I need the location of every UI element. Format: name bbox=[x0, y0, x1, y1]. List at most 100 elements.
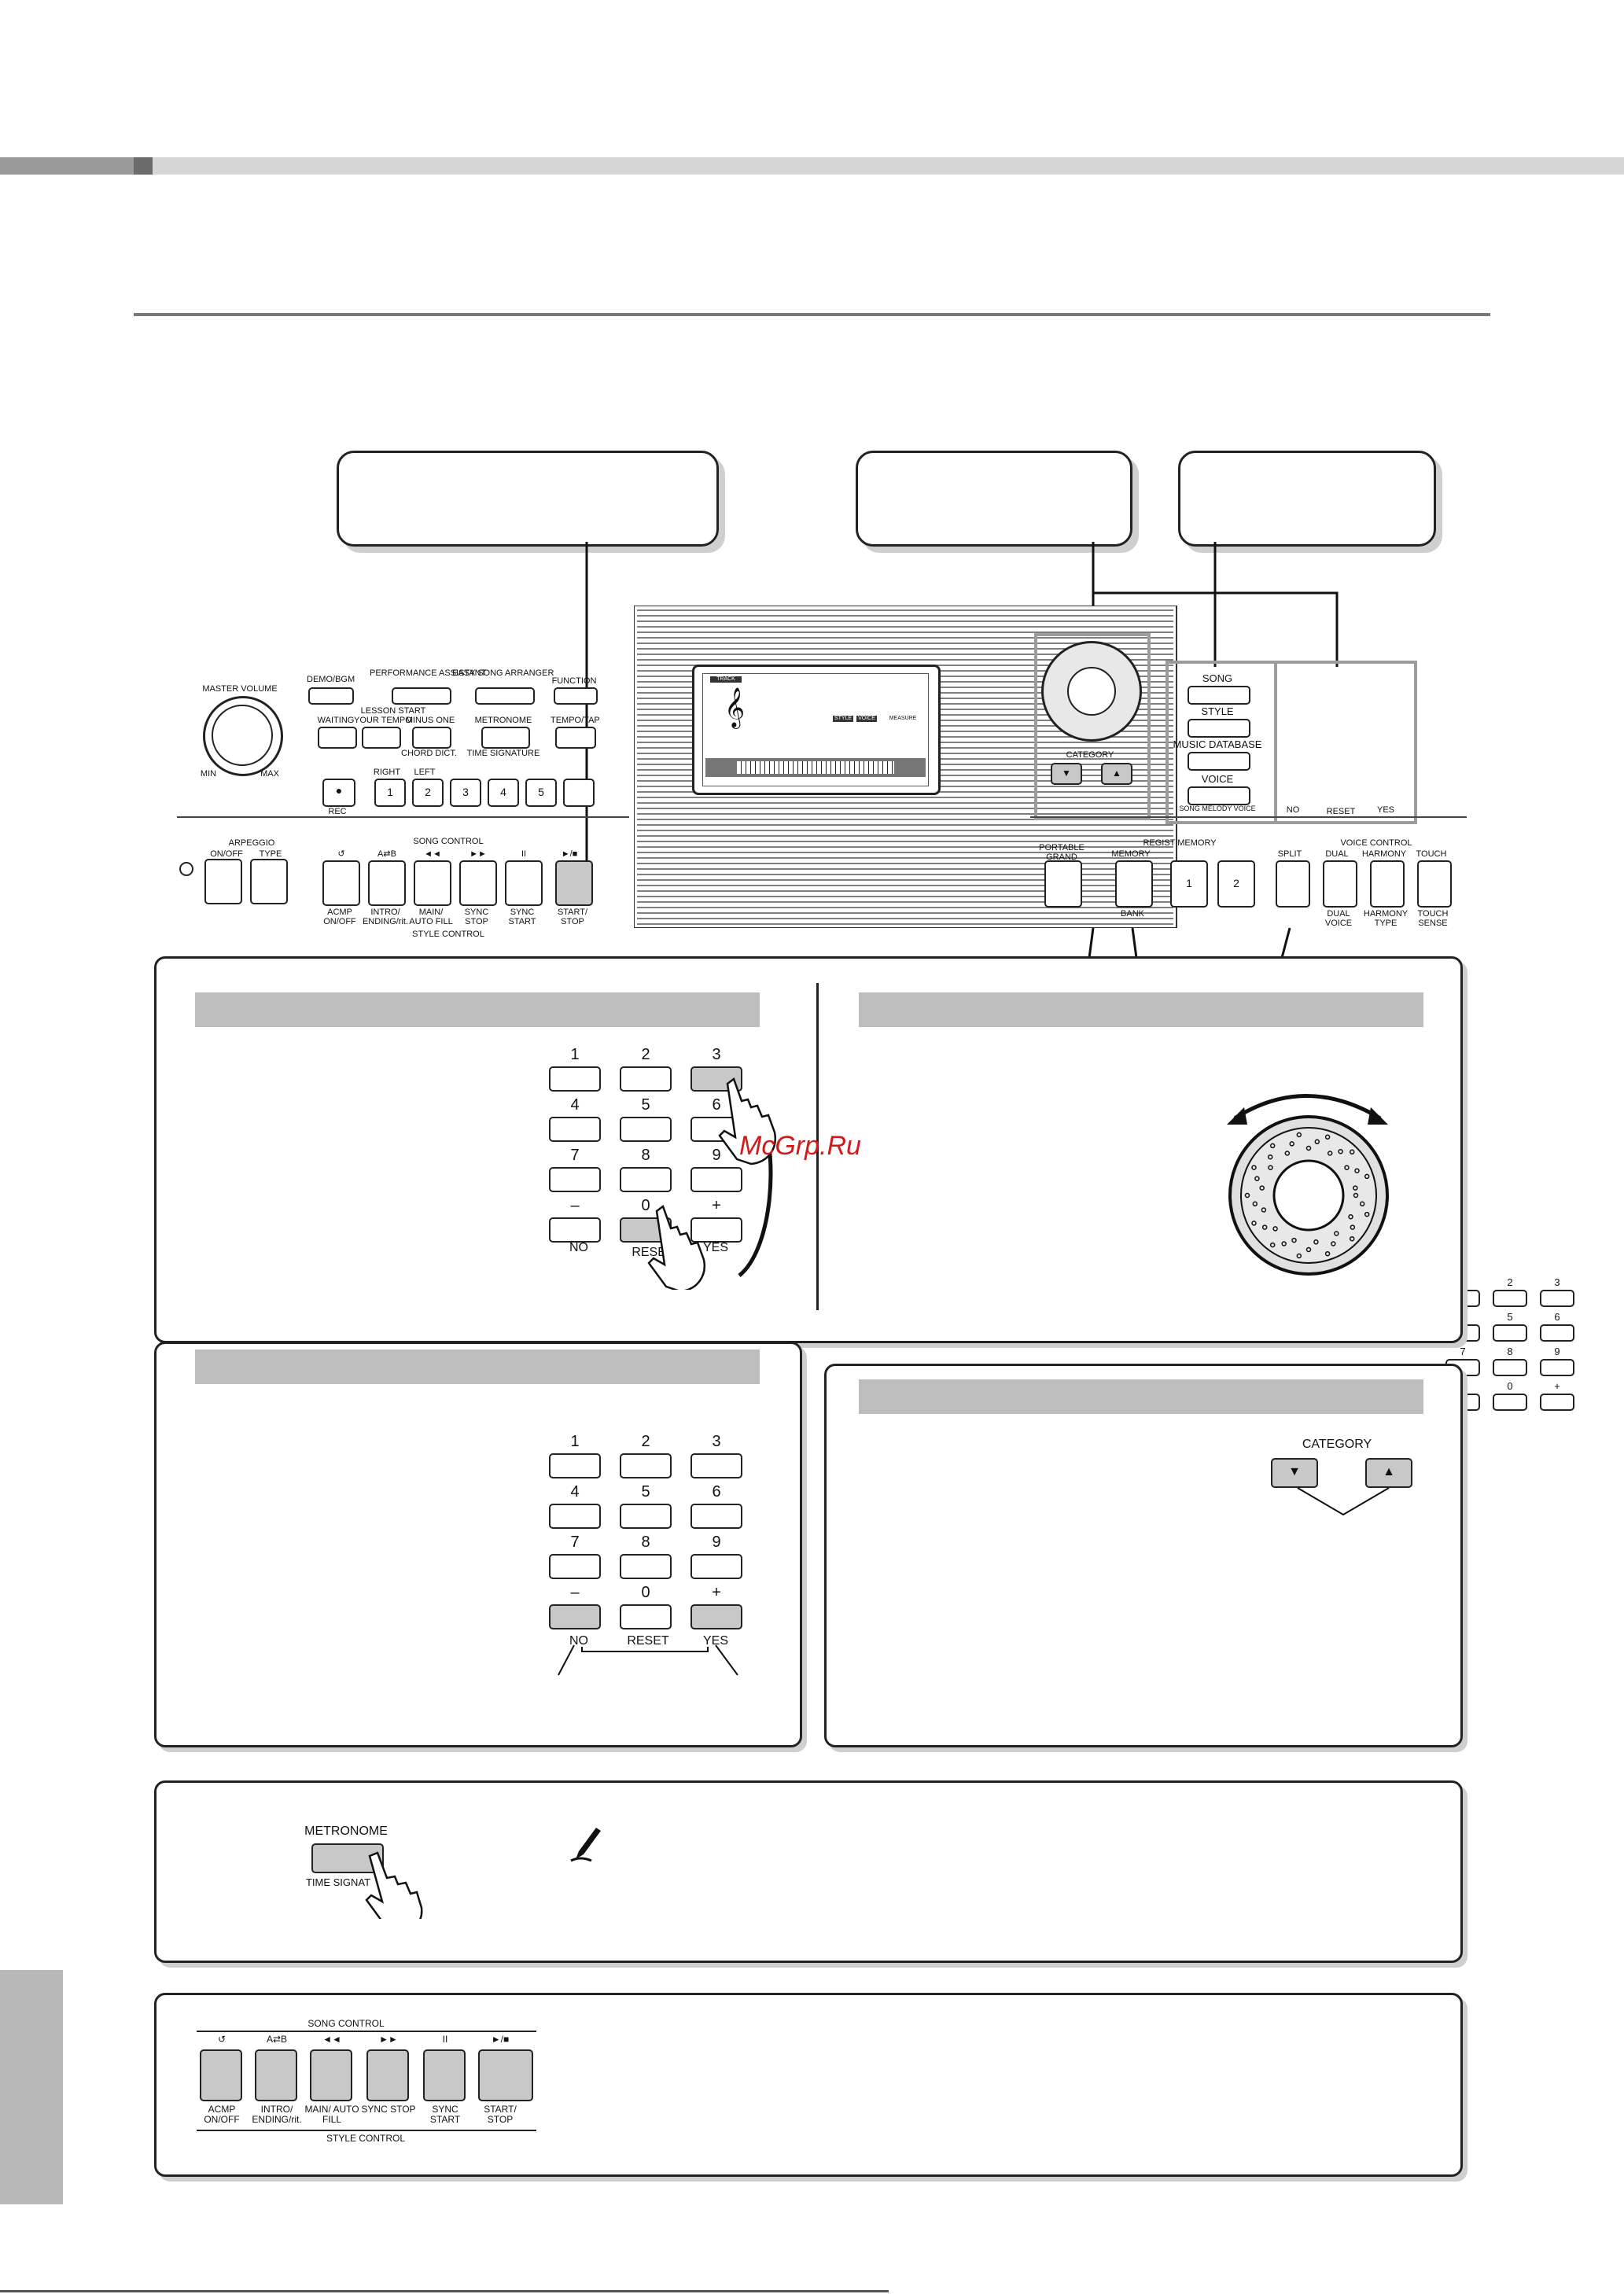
metronome-button[interactable] bbox=[481, 727, 530, 749]
numpad2-key-button[interactable] bbox=[549, 1453, 601, 1478]
numpad1-key-button[interactable] bbox=[690, 1167, 742, 1192]
dial-dot bbox=[1296, 1132, 1302, 1138]
dial-dot bbox=[1305, 1145, 1312, 1151]
acmp-button[interactable] bbox=[322, 860, 360, 906]
master-volume-knob[interactable] bbox=[203, 696, 283, 776]
numpad1-key-button[interactable] bbox=[620, 1167, 672, 1192]
kb-numpad-button[interactable] bbox=[1540, 1290, 1574, 1307]
rec-button[interactable]: ● bbox=[322, 779, 355, 807]
dial-dot bbox=[1267, 1154, 1273, 1160]
numpad1-key-button[interactable] bbox=[549, 1066, 601, 1092]
track-2-button[interactable]: 2 bbox=[412, 779, 444, 807]
song-control-label: SYNC STOP bbox=[361, 2104, 416, 2115]
dial-dot bbox=[1254, 1176, 1260, 1181]
dial-dot bbox=[1354, 1168, 1360, 1173]
kb-numpad-label: 6 bbox=[1554, 1311, 1560, 1323]
numpad1-key-button[interactable] bbox=[690, 1217, 742, 1243]
track-5-button[interactable]: 5 bbox=[525, 779, 557, 807]
song-control-button[interactable] bbox=[423, 2049, 466, 2101]
numpad2-key-button[interactable] bbox=[620, 1504, 672, 1529]
style-button[interactable] bbox=[1188, 719, 1250, 738]
metronome-large-button[interactable] bbox=[311, 1843, 384, 1873]
function-button[interactable] bbox=[554, 687, 598, 705]
demo-button[interactable] bbox=[308, 687, 354, 705]
song-control-button[interactable] bbox=[255, 2049, 297, 2101]
style-label: ACMP ON/OFF bbox=[323, 908, 356, 927]
song-control-button[interactable] bbox=[200, 2049, 242, 2101]
tempo-tap-button[interactable] bbox=[555, 727, 596, 749]
master-volume-label: MASTER VOLUME bbox=[202, 684, 278, 694]
portable-grand-button[interactable] bbox=[1044, 860, 1082, 908]
category-up-large[interactable]: ▲ bbox=[1365, 1458, 1412, 1488]
song-control-button[interactable] bbox=[478, 2049, 533, 2101]
regist-1-button[interactable]: 1 bbox=[1170, 860, 1208, 908]
category-up-button[interactable]: ▲ bbox=[1101, 763, 1132, 785]
category-down-button[interactable]: ▼ bbox=[1051, 763, 1082, 785]
numpad1-key-label: 1 bbox=[570, 1046, 580, 1063]
numpad2-key-label: 2 bbox=[641, 1433, 650, 1450]
numpad2-key-label: 4 bbox=[570, 1483, 580, 1500]
numpad2-key-button[interactable] bbox=[690, 1554, 742, 1579]
dual-button[interactable] bbox=[1323, 860, 1357, 908]
harmony-button[interactable] bbox=[1370, 860, 1405, 908]
numpad2-key-button[interactable] bbox=[690, 1453, 742, 1478]
kb-numpad-button[interactable] bbox=[1493, 1359, 1527, 1376]
easy-song-arranger-button[interactable] bbox=[475, 687, 535, 705]
numpad2-yes-label: YES bbox=[702, 1634, 728, 1648]
arpeggio-on-off-button[interactable] bbox=[204, 859, 242, 904]
numpad1-key-button[interactable] bbox=[549, 1167, 601, 1192]
arpeggio-type-button[interactable] bbox=[250, 859, 288, 904]
numpad2-key-button[interactable] bbox=[690, 1504, 742, 1529]
voice-button[interactable] bbox=[1188, 786, 1250, 805]
track-1-button[interactable]: 1 bbox=[374, 779, 406, 807]
numpad1-key-button[interactable] bbox=[620, 1066, 672, 1092]
numpad2-key-button[interactable] bbox=[620, 1554, 672, 1579]
sync-start-button[interactable] bbox=[505, 860, 543, 906]
waiting-button[interactable] bbox=[318, 727, 357, 749]
performance-assistant-button[interactable] bbox=[392, 687, 451, 705]
track-a-button[interactable] bbox=[563, 779, 595, 807]
display-voice-label: VOICE bbox=[856, 716, 877, 722]
song-button[interactable] bbox=[1188, 686, 1250, 705]
touch-sense-label: TOUCH SENSE bbox=[1417, 909, 1449, 929]
numpad1-key-button[interactable] bbox=[549, 1117, 601, 1142]
numpad2-key-button[interactable] bbox=[690, 1604, 742, 1629]
intro-ending-button[interactable] bbox=[368, 860, 406, 906]
data-dial[interactable] bbox=[1041, 641, 1142, 742]
track-4-button[interactable]: 4 bbox=[488, 779, 519, 807]
sync-stop-button[interactable] bbox=[459, 860, 497, 906]
category-down-large[interactable]: ▼ bbox=[1271, 1458, 1318, 1488]
split-button[interactable] bbox=[1276, 860, 1310, 908]
minus-one-button[interactable] bbox=[412, 727, 451, 749]
your-tempo-button[interactable] bbox=[362, 727, 401, 749]
music-database-button[interactable] bbox=[1188, 752, 1250, 771]
song-control-button[interactable] bbox=[310, 2049, 352, 2101]
kb-numpad-button[interactable] bbox=[1493, 1290, 1527, 1307]
song-control-button[interactable] bbox=[366, 2049, 409, 2101]
song-control-label: INTRO/ ENDING/rit. bbox=[252, 2104, 302, 2126]
numpad2-key-button[interactable] bbox=[549, 1554, 601, 1579]
dial-dot bbox=[1349, 1149, 1355, 1155]
kb-numpad-button[interactable] bbox=[1493, 1324, 1527, 1342]
numpad2-key-button[interactable] bbox=[620, 1453, 672, 1478]
memory-button[interactable] bbox=[1115, 860, 1153, 908]
main-auto-fill-button[interactable] bbox=[414, 860, 451, 906]
touch-button[interactable] bbox=[1417, 860, 1452, 908]
kb-numpad-button[interactable] bbox=[1540, 1324, 1574, 1342]
numpad2-key-button[interactable] bbox=[549, 1504, 601, 1529]
explanation-panel-category bbox=[824, 1364, 1463, 1747]
arpeggio-type-label: TYPE bbox=[259, 849, 282, 859]
kb-numpad-button[interactable] bbox=[1493, 1394, 1527, 1411]
numpad1-key-button[interactable] bbox=[620, 1117, 672, 1142]
numpad1-key-label: 5 bbox=[641, 1096, 650, 1114]
numpad2-key-button[interactable] bbox=[620, 1604, 672, 1629]
kb-numpad-button[interactable] bbox=[1540, 1359, 1574, 1376]
track-3-button[interactable]: 3 bbox=[450, 779, 481, 807]
dial-dot bbox=[1364, 1211, 1370, 1217]
kb-numpad-button[interactable] bbox=[1540, 1394, 1574, 1411]
regist-2-button[interactable]: 2 bbox=[1217, 860, 1255, 908]
dial-dot bbox=[1296, 1253, 1302, 1259]
start-stop-button[interactable] bbox=[555, 860, 593, 906]
numpad2-key-button[interactable] bbox=[549, 1604, 601, 1629]
numpad1-key-button[interactable] bbox=[549, 1217, 601, 1243]
